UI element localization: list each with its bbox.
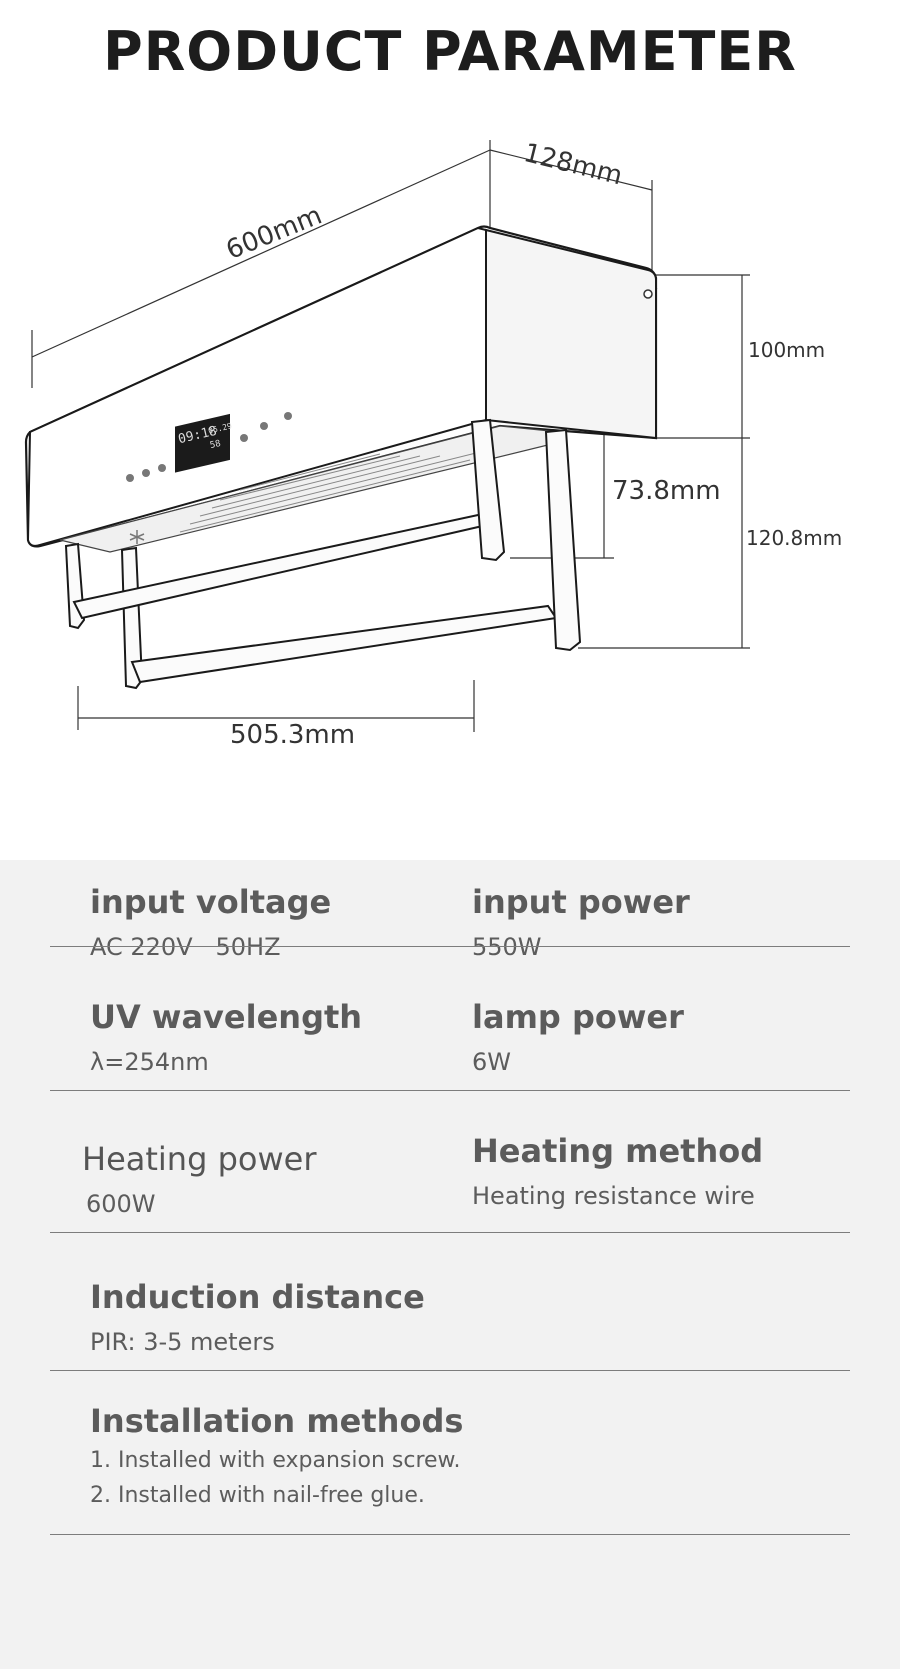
heater-drawing (24, 140, 750, 732)
spec-label: Induction distance (90, 1278, 425, 1316)
spec-value: AC 220V 50HZ (90, 933, 281, 961)
row-divider (50, 1534, 850, 1535)
spec-panel: input voltage AC 220V 50HZ input power 5… (0, 860, 900, 1669)
product-dimension-diagram: 128mm 600mm 100mm 73.8mm 120.8mm 505.3mm… (0, 120, 900, 820)
spec-label: Heating power (82, 1140, 317, 1178)
spec-heating-method: Heating method Heating resistance wire (472, 1131, 763, 1211)
towel-rack (64, 418, 582, 690)
body-height-label: 100mm (748, 338, 826, 362)
spec-value: PIR: 3-5 meters (90, 1328, 275, 1356)
spec-input-power: input power 550W (472, 882, 690, 962)
spec-label: UV wavelength (90, 998, 363, 1036)
total-height-label: 120.8mm (746, 526, 843, 550)
spec-label: lamp power (472, 998, 684, 1036)
row-divider (50, 1090, 850, 1091)
rack-width-label: 505.3mm (230, 720, 356, 750)
spec-induction-distance: Induction distance PIR: 3-5 meters (90, 1277, 425, 1357)
spec-heating-power: Heating power 600W (82, 1139, 316, 1219)
spec-lamp-power: lamp power 6W (472, 997, 684, 1077)
spec-value: Heating resistance wire (472, 1182, 755, 1210)
spec-value: 6W (472, 1048, 511, 1076)
spec-label: input voltage (90, 883, 332, 921)
page-title: PRODUCT PARAMETER (103, 20, 797, 83)
spec-label: Heating method (472, 1132, 764, 1170)
spec-input-voltage: input voltage AC 220V 50HZ (90, 882, 331, 962)
spec-row: UV wavelength λ=254nm lamp power 6W (50, 947, 850, 1091)
spec-label: input power (472, 883, 690, 921)
row-divider (50, 1232, 850, 1233)
install-method-line: 1. Installed with expansion screw. (90, 1448, 461, 1473)
row-divider (50, 946, 850, 947)
spec-value: 600W (86, 1190, 156, 1218)
control-buttons (126, 412, 292, 482)
spec-uv-wavelength: UV wavelength λ=254nm (90, 997, 362, 1077)
spec-row: Induction distance PIR: 3-5 meters (50, 1233, 850, 1371)
row-divider (50, 1370, 850, 1371)
spec-value: λ=254nm (90, 1048, 209, 1076)
heater-body (24, 225, 658, 553)
install-method-line: 2. Installed with nail-free glue. (90, 1483, 425, 1508)
spec-row: Heating power 600W Heating method Heatin… (50, 1091, 850, 1233)
sensor-icon (129, 530, 145, 544)
spec-value: 550W (472, 933, 542, 961)
spec-label: Installation methods (90, 1402, 464, 1440)
rack-height-label: 73.8mm (612, 476, 721, 506)
spec-row: Installation methods 1. Installed with e… (50, 1371, 850, 1535)
spec-row: input voltage AC 220V 50HZ input power 5… (50, 860, 850, 961)
spec-installation-methods: Installation methods 1. Installed with e… (90, 1401, 463, 1513)
